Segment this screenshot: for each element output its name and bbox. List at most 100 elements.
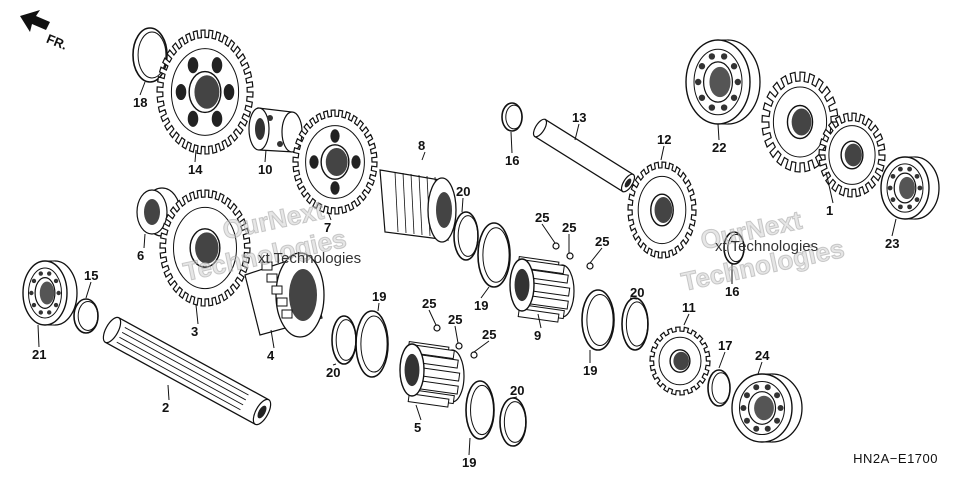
leader-line [891,218,897,237]
part-callout-25: 25 [448,312,463,327]
part-callout-25: 25 [422,296,437,311]
part-callout-25: 25 [482,327,497,342]
leader-line [415,404,422,421]
countershaft-13 [532,118,636,193]
part-callout-25: 25 [535,210,550,225]
bearing-24 [731,373,803,443]
part-callout-8: 8 [418,138,426,153]
part-callout-15: 15 [84,268,99,283]
watermark-text: xt Technologies [715,238,819,255]
ball-25 [455,342,463,350]
leader-line [332,363,337,366]
bushing-19c [465,380,495,440]
snap-ring-18 [132,27,168,83]
washer-15 [73,298,99,334]
leader-line [683,313,690,326]
diagram-code: HN2A−E1700 [853,451,938,466]
part-callout-17: 17 [718,338,733,353]
leader-line [537,313,542,329]
washer-16b [723,231,745,265]
gear-1-large [761,71,839,173]
leader-line [717,123,720,141]
part-callout-11: 11 [682,300,696,315]
gear-1-small [818,112,886,198]
part-callout-10: 10 [258,162,273,177]
part-callout-16: 16 [505,153,520,168]
part-callout-18: 18 [133,95,148,110]
leader-line [825,171,834,204]
part-callout-25: 25 [595,234,610,249]
front-arrow-icon [20,10,50,32]
snap-ring-20d [621,297,649,351]
leader-line [264,149,267,163]
part-callout-19: 19 [474,298,489,313]
part-callout-21: 21 [32,347,47,362]
leader-line [480,286,490,299]
part-callout-19: 19 [462,455,477,470]
leader-line [85,281,92,299]
leader-line [194,149,197,163]
part-callout-1: 1 [826,203,834,218]
bushing-19 [477,222,511,288]
part-callout-14: 14 [188,162,203,177]
leader-line [629,297,638,300]
leader-line [473,340,490,353]
leader-line [195,304,199,325]
part-callout-5: 5 [414,420,422,435]
ball-25 [566,252,574,260]
leader-line [167,384,170,401]
leader-line [377,302,380,312]
bearing-23 [880,156,940,220]
collar-10 [248,107,303,153]
leader-line [143,233,146,249]
leader-line [510,131,513,154]
part-callout-6: 6 [137,248,145,263]
part-callout-20: 20 [456,184,471,199]
watermark-text: xt Technologies [258,250,362,267]
part-callout-3: 3 [191,324,199,339]
part-callout-20: 20 [510,383,525,398]
part-callout-24: 24 [755,348,770,363]
part-callout-7: 7 [324,220,332,235]
snap-ring-20 [453,211,479,261]
part-callout-12: 12 [657,132,672,147]
leader-line [270,329,275,349]
ball-25 [433,324,441,332]
part-callout-16: 16 [725,284,740,299]
leader-line [511,396,518,399]
leader-line [461,197,464,213]
bushing-19b [355,310,389,378]
gear-4 [244,252,325,338]
gear-14 [156,29,254,155]
needle-bearing-9 [509,256,575,323]
part-callout-25: 25 [562,220,577,235]
ball-25 [552,242,560,250]
part-callout-2: 2 [162,400,170,415]
leader-line [468,437,471,456]
leader-line [541,223,556,244]
gear-3 [159,189,251,307]
leader-line [139,81,146,96]
part-callout-9: 9 [534,328,542,343]
bearing-22 [685,39,761,125]
bearing-21 [22,260,78,326]
washer-17 [707,369,731,407]
part-callout-4: 4 [267,348,275,363]
part-callout-22: 22 [712,140,727,155]
leader-line [757,361,763,375]
part-callout-19: 19 [583,363,598,378]
leader-line [327,211,332,221]
leader-line [454,325,459,344]
part-callout-20: 20 [630,285,645,300]
part-callout-19: 19 [372,289,387,304]
leader-line [428,309,437,326]
leader-line [660,145,665,161]
needle-bearing-5 [399,341,465,408]
mainshaft-2 [102,316,272,426]
part-callout-23: 23 [885,236,900,251]
leader-line [574,123,580,141]
gear-11 [649,326,711,396]
